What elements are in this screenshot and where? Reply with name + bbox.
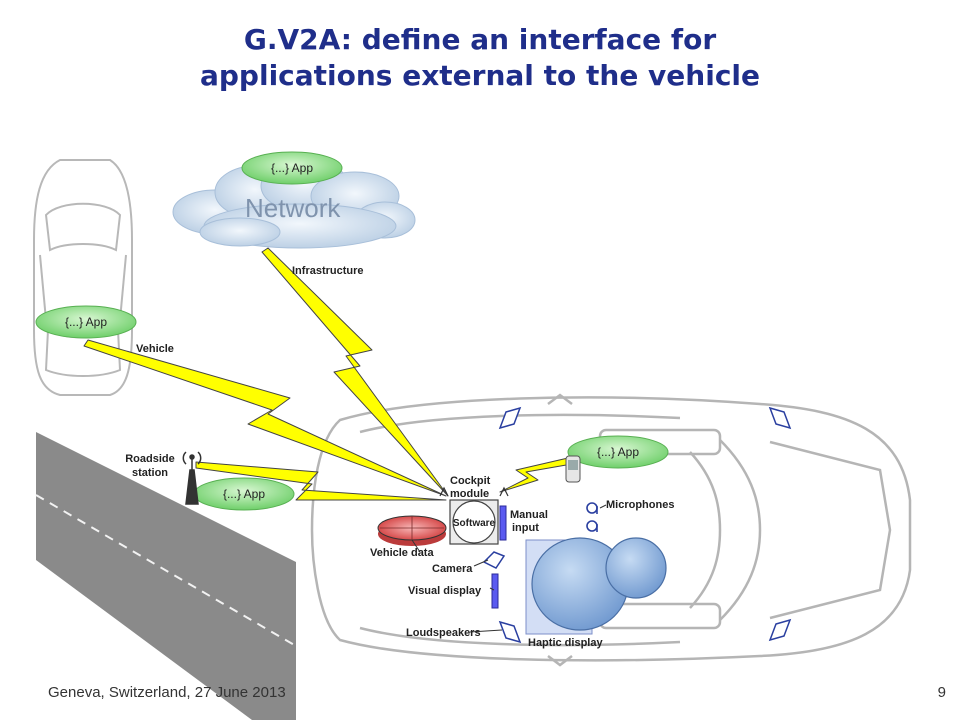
lightning-phone [499, 457, 573, 493]
title-line-1: G.V2A: define an interface for [243, 23, 717, 56]
software-module: Software [449, 499, 499, 545]
microphones-label: Microphones [606, 499, 674, 511]
page-number: 9 [937, 684, 946, 701]
loudspeaker-markers [498, 406, 792, 644]
footer-location-date: Geneva, Switzerland, 27 June 2013 [48, 684, 286, 701]
camera-icon [482, 551, 506, 569]
visual-display-device [491, 573, 499, 609]
network-label: Network [245, 193, 341, 223]
phone-icon [565, 455, 581, 483]
manual-input-label-2: input [512, 522, 539, 534]
roadside-station-label-1: Roadside [125, 453, 175, 465]
manual-input-label-1: Manual [510, 509, 548, 521]
driver-figure [531, 537, 667, 631]
svg-text:{...} App: {...} App [223, 487, 265, 501]
software-label: Software [453, 518, 496, 529]
svg-text:{...} App: {...} App [271, 161, 313, 175]
loudspeakers-label: Loudspeakers [406, 627, 481, 639]
manual-input-device [499, 505, 507, 541]
app-bubble-vehicle: {...} App [35, 305, 137, 339]
microphones-icon [586, 502, 598, 532]
vehicle-data-label: Vehicle data [370, 547, 434, 559]
svg-text:{...} App: {...} App [65, 315, 107, 329]
road [35, 432, 297, 720]
lightning-vehicle [83, 339, 447, 497]
camera-label: Camera [432, 563, 473, 575]
visual-display-label: Visual display [408, 585, 482, 597]
roadside-antenna-icon [182, 451, 202, 505]
app-bubble-network: {...} App [241, 151, 343, 185]
roadside-station-label-2: station [132, 467, 168, 479]
lightning-roadside [195, 461, 447, 501]
vehicle-label: Vehicle [136, 343, 174, 355]
slide-title: G.V2A: define an interface for applicati… [0, 22, 960, 94]
lightning-links [83, 247, 573, 501]
app-bubble-roadside: {...} App [193, 477, 295, 511]
cockpit-antenna-icon [439, 486, 509, 497]
infrastructure-label: Infrastructure [292, 265, 364, 277]
small-car-outline [33, 159, 133, 396]
cockpit-module-label-1: Cockpit [450, 475, 491, 487]
haptic-display-label: Haptic display [528, 637, 603, 649]
network-cloud [172, 159, 416, 249]
leader-lines [411, 504, 607, 633]
app-bubble-phone: {...} App [567, 435, 669, 469]
cockpit-module-label-2: module [450, 488, 489, 500]
title-line-2: applications external to the vehicle [199, 59, 761, 92]
svg-text:{...} App: {...} App [597, 445, 639, 459]
lightning-infrastructure [261, 247, 449, 497]
vehicle-data-disc [377, 515, 447, 546]
